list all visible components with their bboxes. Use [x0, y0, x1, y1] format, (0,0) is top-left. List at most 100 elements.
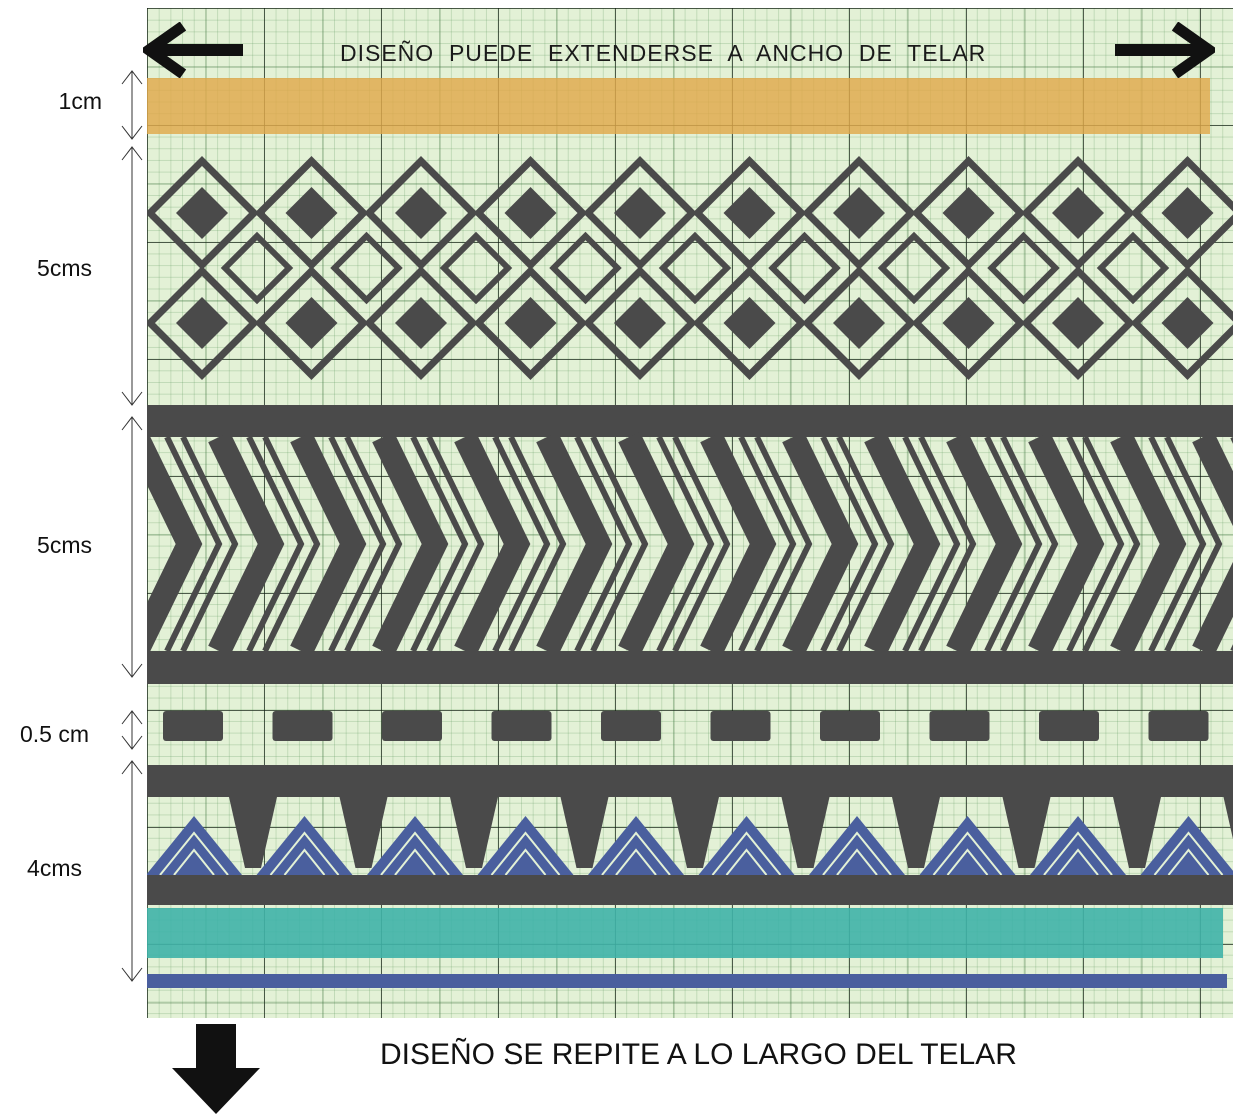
chevron-thick — [208, 431, 285, 657]
graph-paper-sheet — [147, 8, 1233, 1018]
chevron-thick — [1028, 431, 1105, 657]
chevron-thin — [328, 435, 387, 653]
chevron-thin — [836, 435, 895, 653]
blue-triangle — [147, 816, 242, 875]
small-diamond-outline — [768, 231, 841, 305]
diamond-outline — [1021, 156, 1135, 270]
dimension-arrow-ochre — [121, 70, 143, 140]
small-diamond-outline — [330, 231, 403, 305]
diamond-filled — [833, 187, 885, 239]
chevron-band-bottom-bar — [147, 651, 1233, 684]
triangle-stripe — [490, 831, 561, 876]
chevron-thick — [1110, 431, 1187, 657]
blue-triangle — [588, 816, 684, 875]
small-diamond-outline — [439, 231, 513, 305]
chevron-thick — [618, 431, 695, 657]
chevron-thin — [590, 435, 649, 653]
chevron-thick — [700, 431, 777, 657]
tooth — [671, 797, 719, 868]
chevron-thin — [508, 435, 567, 653]
diamond-outline — [692, 266, 807, 380]
chevron-thin — [754, 435, 813, 653]
tooth — [892, 797, 940, 868]
diamond-filled — [176, 187, 228, 239]
blue-triangle — [698, 816, 795, 875]
triangle-stripe — [159, 831, 229, 876]
chevron-thick — [290, 431, 367, 657]
dimension-label-diamond: 5cms — [37, 255, 92, 281]
chevron-thin — [262, 435, 321, 653]
blue-bottom-line — [147, 974, 1227, 988]
diamond-outline — [583, 266, 697, 380]
dash-block — [382, 711, 442, 741]
triangle-stripe — [946, 848, 989, 876]
triangle-band-top-bar — [147, 765, 1233, 797]
diamond-filled — [285, 297, 338, 349]
triangle-stripe — [836, 848, 878, 876]
dash-block — [491, 711, 552, 741]
diamond-filled — [723, 187, 776, 239]
diamond-filled — [176, 297, 228, 349]
dimension-label-chevron: 5cms — [37, 532, 92, 558]
diamond-filled — [614, 187, 666, 239]
diamond-filled — [1161, 297, 1214, 349]
diamond-outline — [802, 156, 916, 270]
diamond-outline — [911, 156, 1026, 270]
triangle-stripe — [822, 831, 892, 876]
diamond-outline — [1130, 266, 1233, 380]
dimension-label-triangle: 4cms — [27, 855, 82, 881]
triangle-stripe — [601, 831, 671, 876]
dimension-label-dash: 0.5 cm — [19, 721, 89, 747]
diamond-filled — [942, 297, 995, 349]
diamond-outline — [473, 156, 588, 270]
diamond-filled — [833, 297, 885, 349]
dimension-arrow-dash — [121, 710, 143, 750]
dimension-label-ochre: 1cm — [58, 88, 102, 114]
tooth — [1223, 797, 1233, 840]
diamond-filled — [395, 187, 447, 239]
triangle-stripe — [711, 831, 782, 876]
chevron-thin — [1000, 435, 1059, 653]
arrow-down-icon — [172, 1024, 260, 1114]
chevron-thick — [147, 431, 203, 657]
triangle-stripe — [1043, 831, 1113, 876]
diamond-outline — [147, 266, 259, 380]
chevron-thin — [1148, 435, 1207, 653]
diamond-filled — [1161, 187, 1214, 239]
dash-block — [601, 711, 661, 741]
dimension-arrow-chevron — [121, 416, 143, 678]
triangle-stripe — [932, 831, 1003, 876]
dash-block — [1148, 711, 1209, 741]
diamond-outline — [692, 156, 807, 270]
dimension-arrow-diamond — [121, 146, 143, 406]
chevron-thick — [536, 431, 613, 657]
diamond-filled — [504, 297, 557, 349]
arrow-left-icon — [143, 22, 243, 78]
triangle-stripe — [615, 848, 657, 876]
diamond-outline — [473, 266, 588, 380]
dash-block — [710, 711, 771, 741]
triangle-band-bottom-bar — [147, 875, 1233, 905]
chevron-thin — [574, 435, 633, 653]
chevron-thin — [1164, 435, 1223, 653]
triangle-stripe — [380, 831, 450, 876]
chevron-thin — [984, 435, 1043, 653]
pattern-svg — [147, 78, 1233, 988]
chevron-thin — [164, 435, 223, 653]
chevron-thin — [344, 435, 403, 653]
chevron-thin — [492, 435, 551, 653]
diamond-filled — [395, 297, 447, 349]
diamond-outline — [147, 156, 259, 270]
dash-block — [820, 711, 880, 741]
chevron-thin — [426, 435, 485, 653]
diamond-filled — [723, 297, 776, 349]
triangle-stripe — [1167, 848, 1210, 876]
diamond-filled — [1052, 187, 1104, 239]
tooth — [450, 797, 498, 868]
tooth — [1002, 797, 1051, 868]
diamond-outline — [802, 266, 916, 380]
diamond-filled — [1052, 297, 1104, 349]
chevron-thin — [180, 435, 239, 653]
dash-band — [163, 711, 1209, 741]
dash-block — [272, 711, 333, 741]
